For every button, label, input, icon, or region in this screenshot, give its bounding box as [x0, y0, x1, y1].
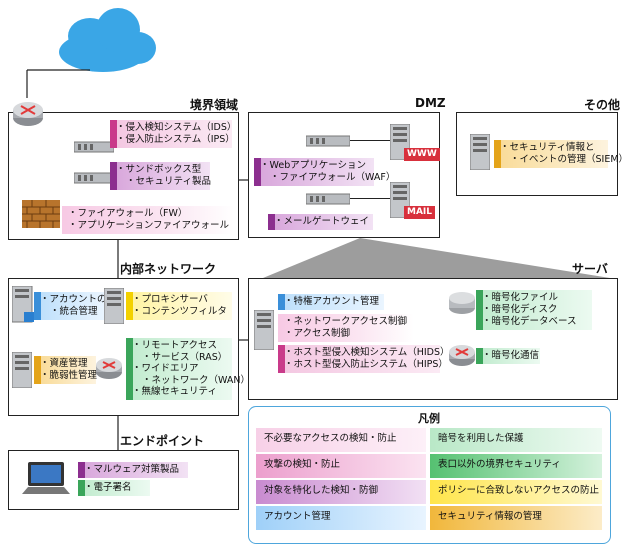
waf-appliance-icon	[306, 135, 350, 147]
router-icon	[13, 102, 43, 126]
legend-item: 不必要なアクセスの検知・防止	[256, 428, 426, 452]
server-host-icon	[254, 310, 274, 350]
label-ids-ips: 侵入検知システム（IDS） 侵入防止システム（IPS）	[110, 120, 236, 148]
label-proxy: プロキシサーバ コンテンツフィルタ	[126, 292, 232, 320]
section-title-internal: 内部ネットワーク	[120, 262, 217, 276]
label-account: アカウントの 統合管理	[34, 292, 107, 320]
legend-item: セキュリティ情報の管理	[430, 506, 602, 530]
label-signature: 電子署名	[78, 480, 150, 496]
proxy-server-icon	[104, 288, 124, 324]
label-antimalware: マルウェア対策製品	[78, 462, 188, 478]
label-sandbox: サンドボックス型 セキュリティ製品	[110, 162, 211, 190]
legend-title: 凡例	[418, 412, 440, 425]
label-hids-hips: ホスト型侵入検知システム（HIDS） ホスト型侵入防止システム（HIPS）	[278, 345, 450, 373]
section-title-perimeter: 境界領域	[190, 98, 239, 112]
legend-item: 対象を特化した検知・防御	[256, 480, 426, 504]
legend-item: 攻撃の検知・防止	[256, 454, 426, 478]
cloud-icon	[59, 8, 156, 72]
firewall-icon	[22, 200, 60, 228]
mail-tag: MAIL	[404, 206, 436, 219]
mailgw-appliance-icon	[306, 193, 350, 205]
label-mailgw: メールゲートウェイ	[268, 214, 373, 230]
legend-item: 暗号を利用した保護	[430, 428, 602, 452]
section-title-dmz: DMZ	[415, 96, 446, 110]
waf-line	[350, 140, 394, 141]
label-siem: セキュリティ情報と イベントの管理（SIEM）	[494, 140, 626, 168]
label-asset: 資産管理 脆弱性管理	[34, 356, 97, 384]
asset-server-icon	[12, 352, 32, 388]
label-nac: ネットワークアクセス制御 アクセス制御	[278, 314, 414, 342]
siem-server-icon	[470, 134, 490, 170]
laptop-icon	[22, 462, 70, 494]
database-icon	[449, 292, 475, 314]
legend-item: アカウント管理	[256, 506, 426, 530]
legend-item: 表口以外の境界セキュリティ	[430, 454, 602, 478]
sandbox-appliance-icon	[74, 172, 114, 184]
enc-router-icon	[449, 345, 475, 366]
account-server-icon	[12, 286, 34, 323]
label-enc-comm: 暗号化通信	[476, 348, 540, 364]
label-firewall: ファイアウォール（FW） アプリケーションファイアウォール	[62, 206, 234, 234]
internal-router-icon	[96, 358, 122, 379]
www-tag: WWW	[404, 148, 440, 161]
label-encryption: 暗号化ファイル 暗号化ディスク 暗号化データベース	[476, 290, 592, 330]
label-ras-wan-wireless: リモートアクセス サービス（RAS） ワイドエリア ネットワーク（WAN） 無線…	[126, 338, 250, 400]
section-title-endpoint: エンドポイント	[120, 434, 205, 448]
ids-appliance-icon	[74, 141, 114, 153]
mail-line	[350, 198, 394, 199]
section-title-other: その他	[584, 98, 621, 112]
legend-item: ポリシーに合致しないアクセスの防止	[430, 480, 602, 504]
label-waf: Webアプリケーション ファイアウォール（WAF）	[254, 158, 395, 186]
label-privileged: 特権アカウント管理	[278, 294, 384, 310]
section-title-server: サーバ	[572, 262, 608, 276]
